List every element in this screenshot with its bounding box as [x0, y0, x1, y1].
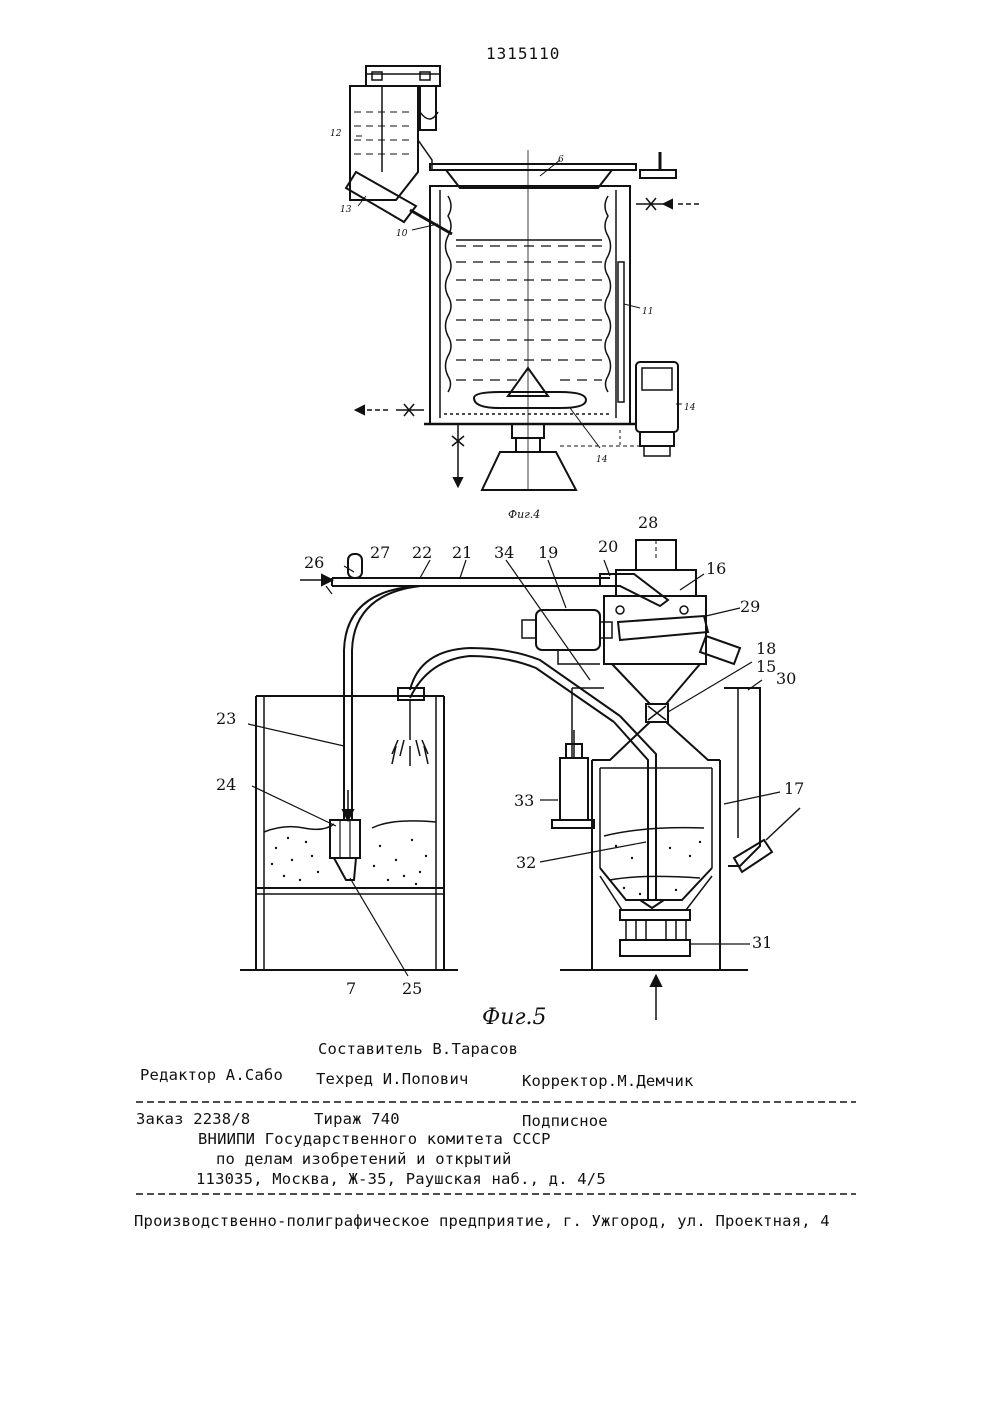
- circulation: Тираж 740: [314, 1110, 400, 1128]
- order-number: Заказ 2238/8: [136, 1110, 250, 1128]
- org-line-1: ВНИИПИ Государственного комитета СССР: [198, 1130, 551, 1148]
- org-line-3: 113035, Москва, Ж-35, Раушская наб., д. …: [196, 1170, 606, 1188]
- printer-line: Производственно-полиграфическое предприя…: [134, 1212, 830, 1230]
- subscription: Подписное: [522, 1112, 608, 1130]
- org-line-2: по делам изобретений и открытий: [216, 1150, 512, 1168]
